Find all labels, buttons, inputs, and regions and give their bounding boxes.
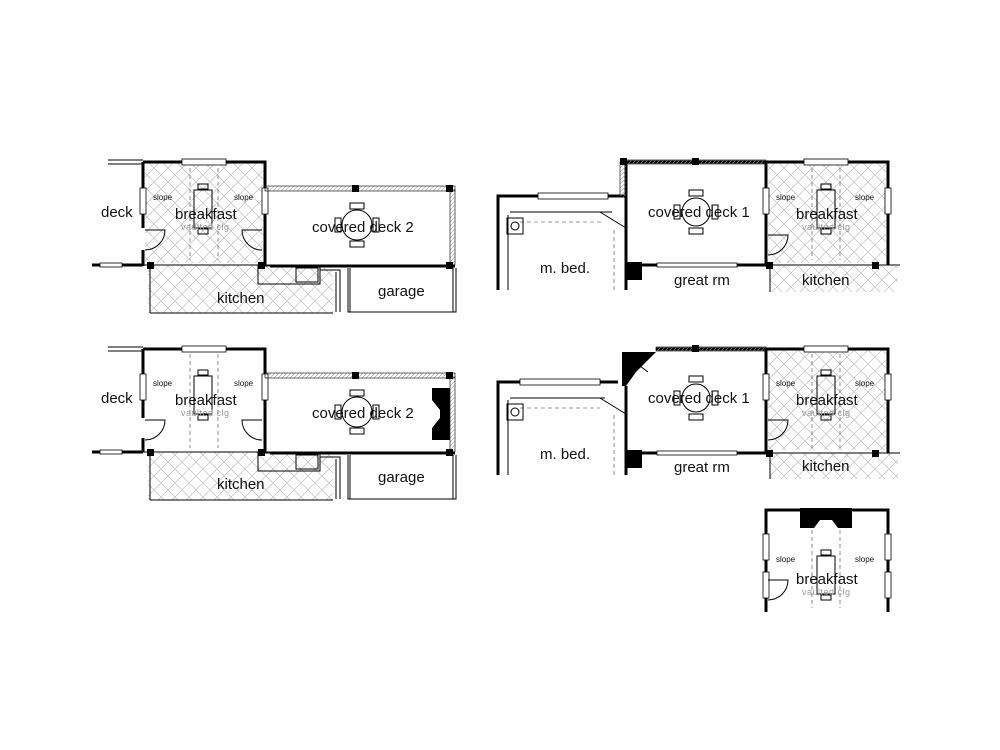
- covered-deck-2-label-2: covered deck 2: [312, 405, 414, 422]
- slope-label-5a: slope: [776, 555, 796, 564]
- slope-label-3b: slope: [855, 193, 875, 202]
- vaulted-label-1: vaulted clg: [181, 222, 230, 232]
- slope-label-2b: slope: [234, 379, 254, 388]
- great-rm-label-1: great rm: [674, 272, 730, 289]
- slope-label-1a: slope: [153, 193, 173, 202]
- plan-middle-right: m. bed. covered deck 1 great rm breakfas…: [496, 345, 900, 479]
- kitchen-label-4: kitchen: [802, 458, 850, 475]
- slope-label-3a: slope: [776, 193, 796, 202]
- breakfast-label-5: breakfast: [796, 571, 859, 588]
- slope-label-4a: slope: [776, 379, 796, 388]
- m-bed-label-2: m. bed.: [540, 446, 590, 463]
- garage-label-1: garage: [378, 283, 425, 300]
- plan-top-left: deck breakfast vaulted clg slope slope c…: [92, 158, 457, 314]
- deck-label-1: deck: [101, 204, 133, 221]
- slope-label-5b: slope: [855, 555, 875, 564]
- slope-label-4b: slope: [855, 379, 875, 388]
- breakfast-label-1: breakfast: [175, 206, 238, 223]
- covered-deck-2-label-1: covered deck 2: [312, 219, 414, 236]
- m-bed-label-1: m. bed.: [540, 260, 590, 277]
- breakfast-label-2: breakfast: [175, 392, 238, 409]
- covered-deck-1-label-2: covered deck 1: [648, 390, 750, 407]
- slope-label-1b: slope: [234, 193, 254, 202]
- breakfast-label-3: breakfast: [796, 206, 859, 223]
- plan-middle-left: deck breakfast vaulted clg slope slope c…: [92, 345, 457, 501]
- slope-label-2a: slope: [153, 379, 173, 388]
- kitchen-label-1: kitchen: [217, 290, 265, 307]
- kitchen-label-2: kitchen: [217, 476, 265, 493]
- vaulted-label-2: vaulted clg: [181, 408, 230, 418]
- covered-deck-1-label-1: covered deck 1: [648, 204, 750, 221]
- vaulted-label-4: vaulted clg: [802, 408, 851, 418]
- breakfast-label-4: breakfast: [796, 392, 859, 409]
- vaulted-label-3: vaulted clg: [802, 222, 851, 232]
- plan-top-right: m. bed. covered deck 1 great rm breakfas…: [496, 158, 900, 292]
- deck-label-2: deck: [101, 390, 133, 407]
- plan-bottom-right: breakfast vaulted clg slope slope: [762, 508, 892, 612]
- kitchen-label-3: kitchen: [802, 272, 850, 289]
- vaulted-label-5: vaulted clg: [802, 587, 851, 597]
- great-rm-label-2: great rm: [674, 459, 730, 476]
- garage-label-2: garage: [378, 469, 425, 486]
